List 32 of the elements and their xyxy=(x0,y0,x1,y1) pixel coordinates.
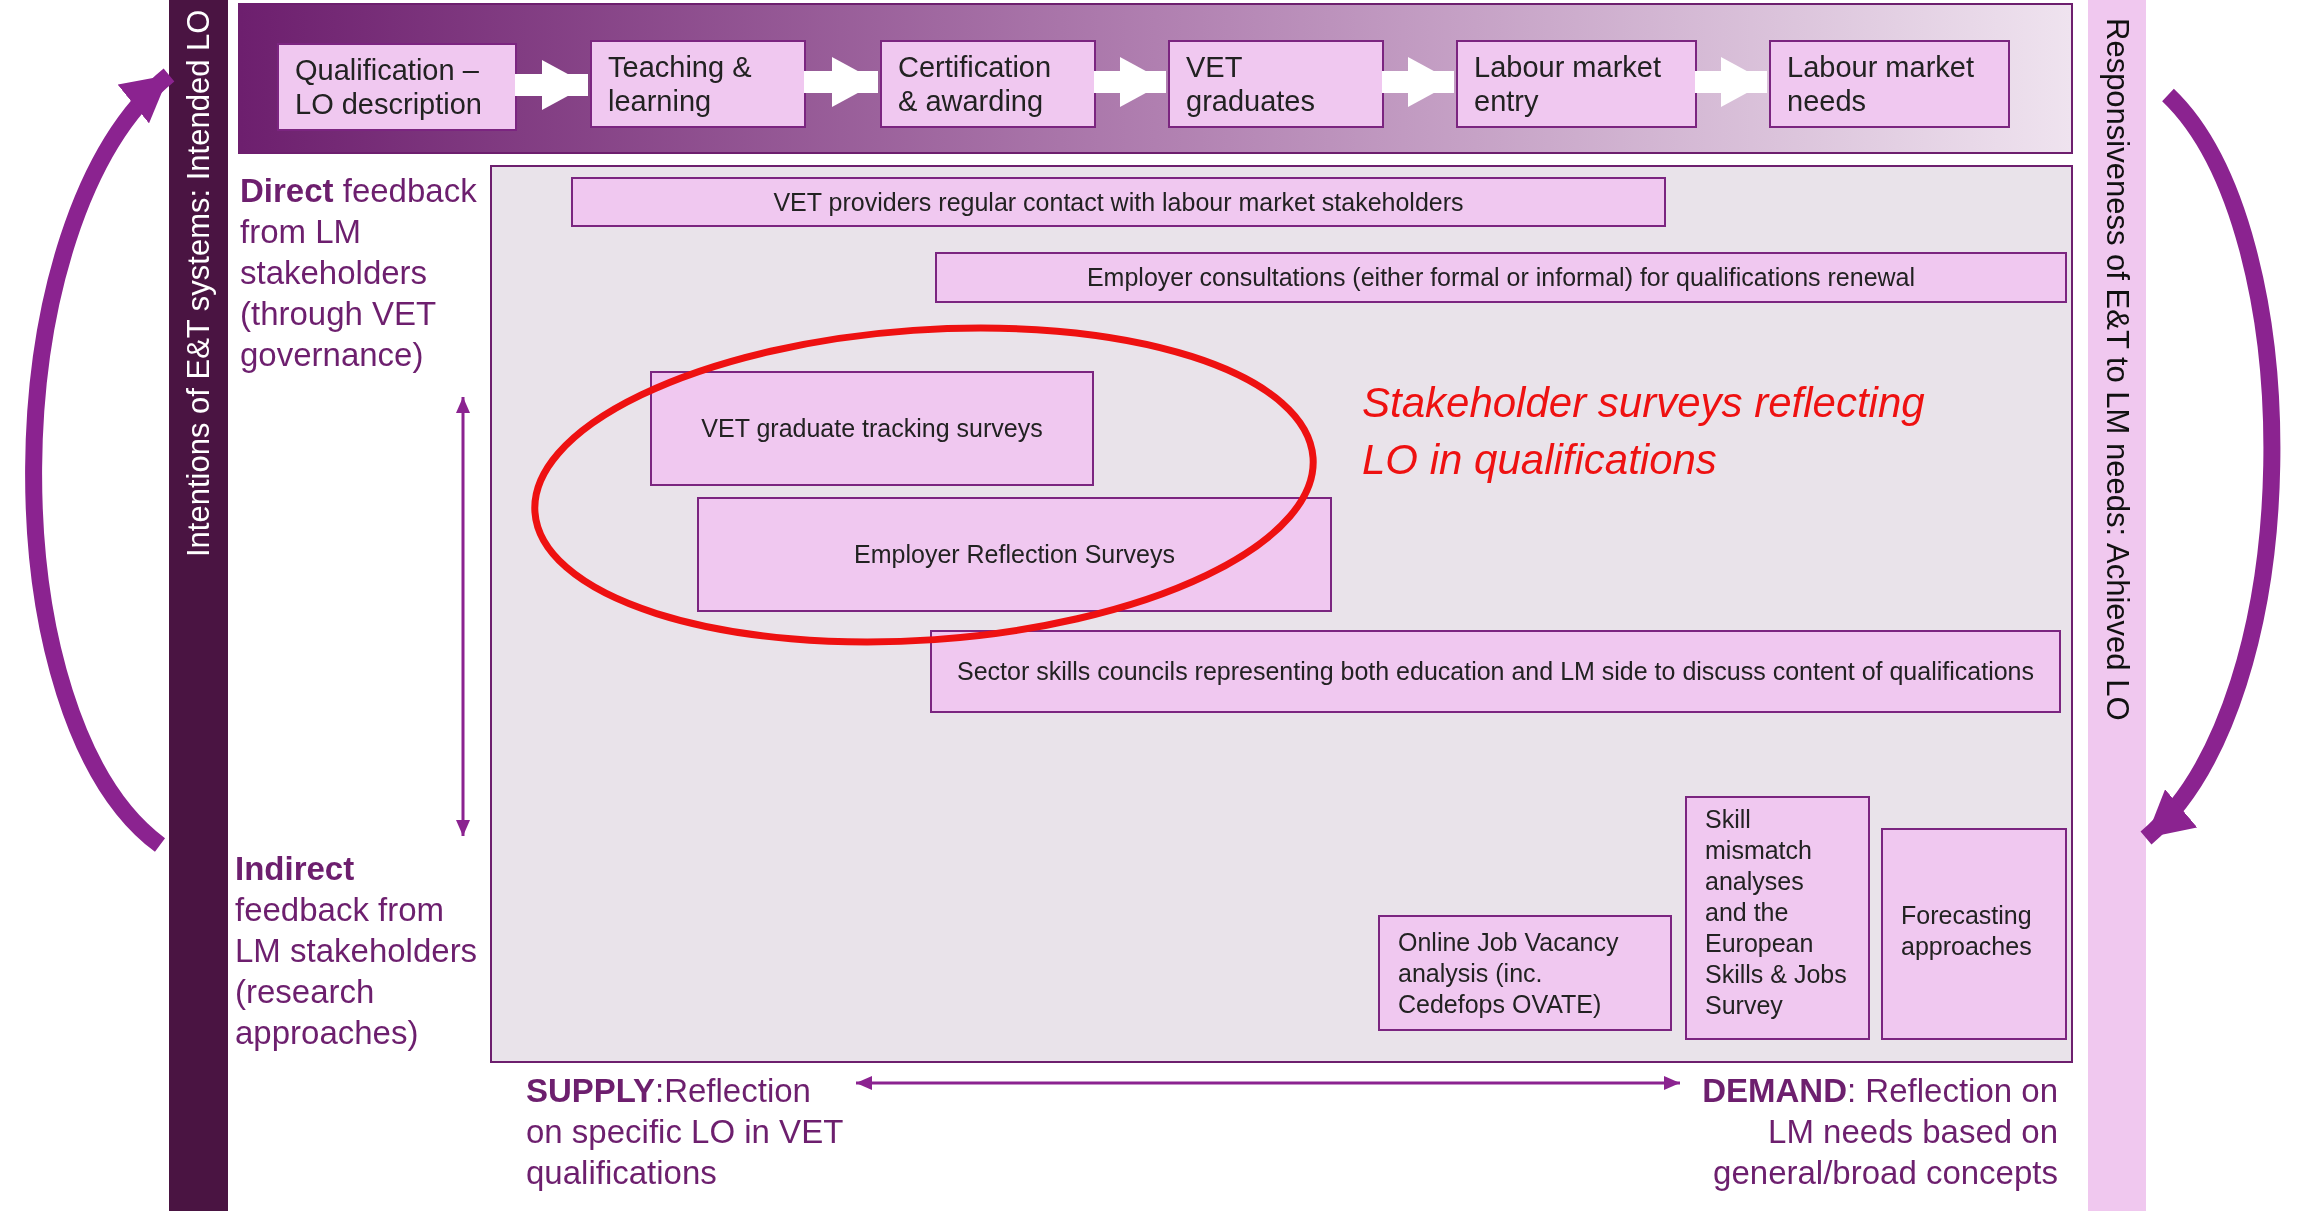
axis-label: SUPPLY:Reflection on specific LO in VET qualifications xyxy=(526,1070,856,1200)
process-box: Qualification – LO description xyxy=(277,43,517,131)
process-box: Sector skills councils representing both education and LM side to discuss content of qualifications xyxy=(930,630,2061,713)
process-box: Certification & awarding xyxy=(880,40,1096,128)
process-box: Forecasting approaches xyxy=(1881,828,2067,1040)
block-arrow xyxy=(1094,57,1166,107)
process-box: Online Job Vacancy analysis (inc. Cedefops OVATE) xyxy=(1378,915,1672,1031)
axis-label: DEMAND: Reflection on LM needs based on general/broad concepts xyxy=(1680,1070,2058,1200)
double-arrow xyxy=(456,397,470,836)
process-box: VET graduate tracking surveys xyxy=(650,371,1094,486)
process-box: Labour market entry xyxy=(1456,40,1697,128)
process-box: Labour market needs xyxy=(1769,40,2010,128)
process-box: Employer Reflection Surveys xyxy=(697,497,1332,612)
process-box: VET providers regular contact with labour market stakeholders xyxy=(571,177,1666,227)
process-box: Skill mismatch analyses and the European Skills & Jobs Survey xyxy=(1685,796,1870,1040)
side-bar: Intentions of E&T systems: Intended LO xyxy=(169,0,228,1211)
curved-arrow xyxy=(2139,89,2281,844)
callout-text: Stakeholder surveys reflecting LO in qualifications xyxy=(1362,374,1952,494)
block-arrow xyxy=(804,57,878,107)
side-label: Direct feedback from LM stakeholders (through VET governance) xyxy=(240,170,492,385)
header-band xyxy=(238,3,2073,154)
block-arrow xyxy=(1382,57,1454,107)
double-arrow xyxy=(856,1076,1680,1090)
block-arrow xyxy=(1695,57,1767,107)
curved-arrow xyxy=(25,69,176,852)
panel-background xyxy=(490,165,2073,1063)
process-box: VET graduates xyxy=(1168,40,1384,128)
side-bar: Responsiveness of E&T to LM needs: Achieved LO xyxy=(2088,0,2146,1211)
process-box: Teaching & learning xyxy=(590,40,806,128)
process-box: Employer consultations (either formal or informal) for qualifications renewal xyxy=(935,252,2067,303)
side-label: Indirect feedback from LM stakeholders (research approaches) xyxy=(235,848,493,1063)
block-arrow xyxy=(515,60,588,110)
